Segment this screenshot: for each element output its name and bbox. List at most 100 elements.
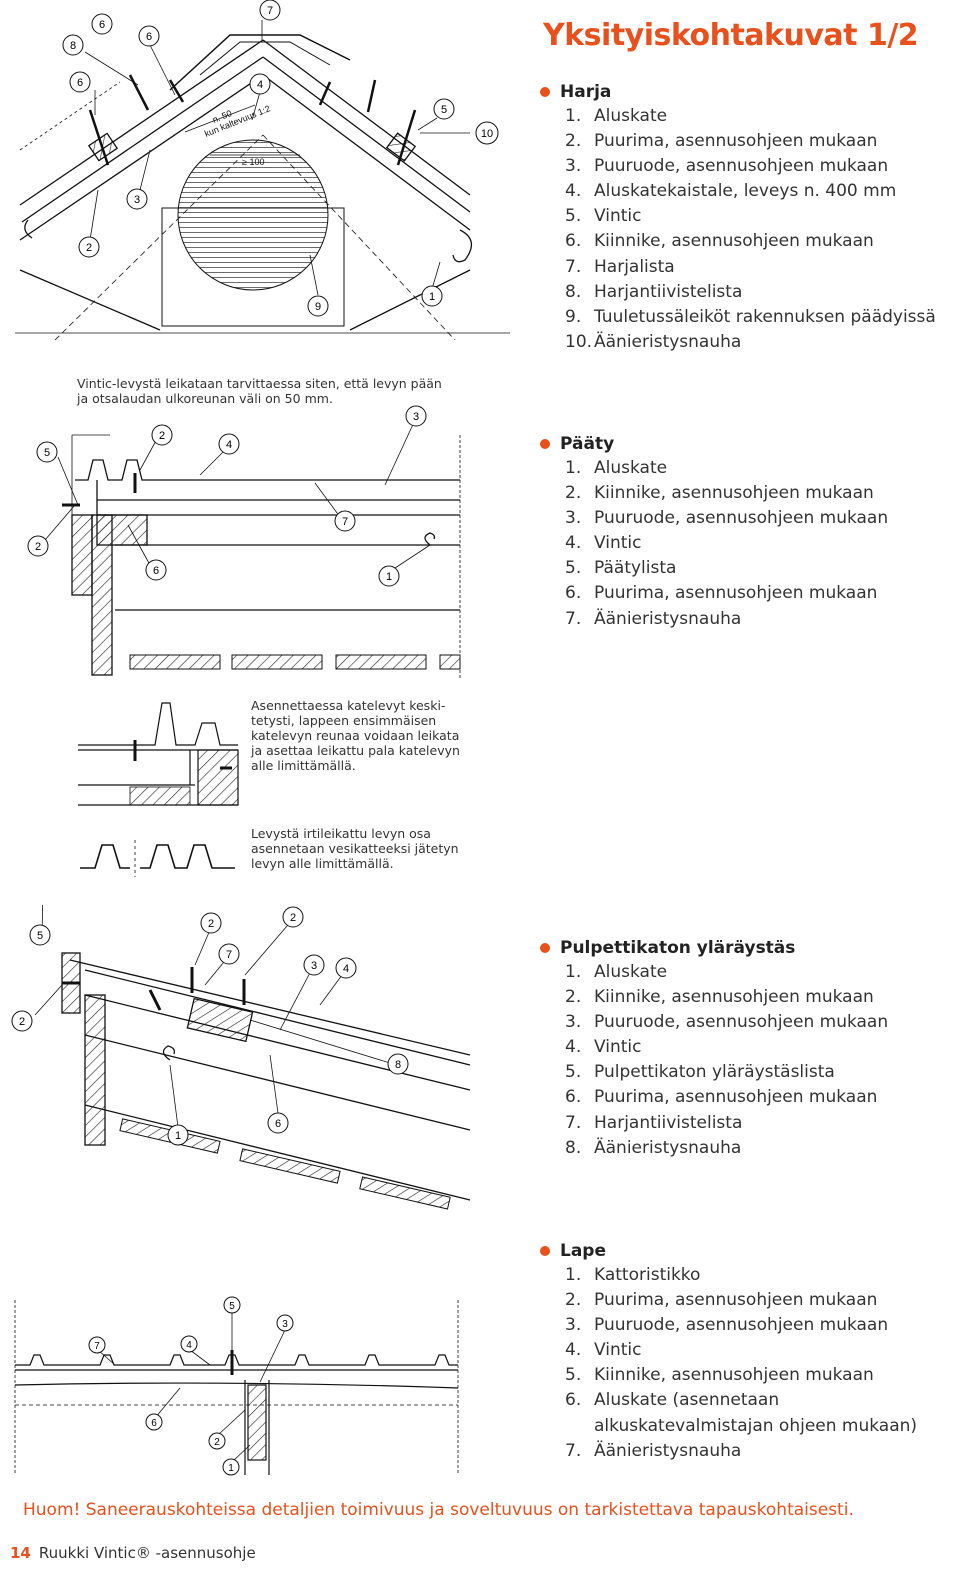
item-list: 1.Kattoristikko 2.Puurima, asennusohjeen… <box>540 1263 960 1464</box>
section-heading: Pääty <box>540 431 960 456</box>
list-item: 3.Puuruode, asennusohjeen mukaan <box>565 508 889 529</box>
svg-text:1: 1 <box>228 1463 234 1474</box>
note-cut-piece: Levystä irtileikattu levyn osa asennetaa… <box>251 826 459 871</box>
svg-text:2: 2 <box>159 430 165 442</box>
svg-text:3: 3 <box>282 1319 288 1330</box>
svg-text:6: 6 <box>99 19 105 31</box>
cut-piece-diagram <box>80 840 235 877</box>
list-item: 7.Harjalista <box>565 256 675 277</box>
svg-text:6: 6 <box>153 565 159 577</box>
page-footer: 14 Ruukki Vintic® -asennusohje <box>10 1544 256 1562</box>
svg-text:8: 8 <box>70 40 76 52</box>
svg-text:2: 2 <box>35 541 41 553</box>
svg-text:6: 6 <box>146 31 152 43</box>
item-list: 1.Aluskate 2.Kiinnike, asennusohjeen muk… <box>540 456 960 632</box>
svg-text:7: 7 <box>267 5 273 17</box>
bullet-dot-icon <box>540 86 550 97</box>
list-item: 7.Äänieristysnauha <box>565 608 742 629</box>
list-item: 1.Aluskate <box>565 458 668 478</box>
section-pulpetti: Pulpettikaton yläräystäs 1.Aluskate 2.Ki… <box>540 935 960 1161</box>
svg-text:8: 8 <box>395 1059 401 1071</box>
list-item: 6.Puurima, asennusohjeen mukaan <box>565 583 878 604</box>
svg-text:2: 2 <box>208 918 214 930</box>
list-item: 4.Vintic <box>565 533 642 554</box>
list-item: 4.Vintic <box>565 1037 642 1058</box>
svg-text:2: 2 <box>214 1437 220 1448</box>
list-item: 3.Puuruode, asennusohjeen mukaan <box>565 1012 889 1033</box>
list-item: 3.Puuruode, asennusohjeen mukaan <box>565 1315 889 1336</box>
list-item: 1.Kattoristikko <box>565 1265 701 1285</box>
list-item: 5.Kiinnike, asennusohjeen mukaan <box>565 1365 874 1386</box>
list-item: 8.Äänieristysnauha <box>565 1137 742 1158</box>
svg-text:2: 2 <box>19 1016 25 1028</box>
list-item: 8.Harjantiivistelista <box>565 281 743 302</box>
svg-text:6: 6 <box>275 1118 281 1130</box>
renovation-note: Huom! Saneerauskohteissa detaljien toimi… <box>23 1500 854 1520</box>
section-heading: Pulpettikaton yläräystäs <box>540 935 960 960</box>
bullet-dot-icon <box>540 438 550 449</box>
svg-text:7: 7 <box>94 1341 100 1352</box>
svg-text:4: 4 <box>257 79 263 91</box>
svg-text:7: 7 <box>226 949 232 961</box>
svg-text:1: 1 <box>386 571 392 583</box>
list-item: 5.Pulpettikaton yläräystäslista <box>565 1062 835 1083</box>
note-vintic-cut: Vintic-levystä leikataan tarvittaessa si… <box>77 376 442 406</box>
bullet-dot-icon <box>540 1245 550 1256</box>
svg-text:2: 2 <box>290 912 296 924</box>
section-harja: Harja 1.Aluskate 2.Puurima, asennusohjee… <box>540 79 960 355</box>
centered-install-diagram <box>78 702 239 806</box>
svg-text:6: 6 <box>151 1418 157 1429</box>
svg-text:9: 9 <box>315 301 321 313</box>
list-item: 6.Aluskate (asennetaan alkuskatevalmista… <box>565 1390 918 1436</box>
list-item: 1.Aluskate <box>565 962 668 982</box>
list-item: 1.Aluskate <box>565 106 668 126</box>
item-list: 1.Aluskate 2.Puurima, asennusohjeen muka… <box>540 104 960 355</box>
list-item: 4.Vintic <box>565 1340 642 1361</box>
svg-text:5: 5 <box>441 104 447 116</box>
harja-diagram: n. 50 kun kaltevuus 1:2 ≥ 100 7 8 6 6 6 … <box>15 0 510 341</box>
svg-text:5: 5 <box>37 930 43 942</box>
page-number: 14 <box>10 1544 31 1562</box>
list-item: 2.Puurima, asennusohjeen mukaan <box>565 131 878 152</box>
list-item: 5.Päätylista <box>565 558 677 579</box>
list-item: 6.Puurima, asennusohjeen mukaan <box>565 1087 878 1108</box>
svg-text:5: 5 <box>229 1301 235 1312</box>
svg-text:7: 7 <box>342 516 348 528</box>
list-item: 5.Vintic <box>565 206 642 227</box>
section-heading: Harja <box>540 79 960 104</box>
section-heading: Lape <box>540 1238 960 1263</box>
svg-text:3: 3 <box>413 411 419 423</box>
svg-text:4: 4 <box>186 1340 192 1351</box>
item-list: 1.Aluskate 2.Kiinnike, asennusohjeen muk… <box>540 960 960 1161</box>
svg-text:1: 1 <box>429 291 435 303</box>
svg-text:1: 1 <box>175 1130 181 1142</box>
section-lape: Lape 1.Kattoristikko 2.Puurima, asennuso… <box>540 1238 960 1464</box>
svg-text:6: 6 <box>77 77 83 89</box>
svg-text:3: 3 <box>134 194 140 206</box>
section-paaty: Pääty 1.Aluskate 2.Kiinnike, asennusohje… <box>540 431 960 632</box>
list-item: 3.Puuruode, asennusohjeen mukaan <box>565 156 889 177</box>
note-centered: Asennettaessa katelevyt keski- tetysti, … <box>251 698 460 773</box>
svg-text:≥ 100: ≥ 100 <box>242 157 264 167</box>
footer-text: Ruukki Vintic® -asennusohje <box>38 1544 256 1562</box>
list-item: 4.Aluskatekaistale, leveys n. 400 mm <box>565 181 897 202</box>
svg-text:2: 2 <box>86 242 92 254</box>
svg-text:3: 3 <box>311 960 317 972</box>
svg-text:5: 5 <box>44 447 50 459</box>
lape-diagram: 5 3 7 4 6 2 1 <box>14 1296 459 1476</box>
list-item: 2.Kiinnike, asennusohjeen mukaan <box>565 987 874 1008</box>
list-item: 10.Äänieristysnauha <box>565 331 742 352</box>
list-item: 7.Äänieristysnauha <box>565 1440 742 1461</box>
page-title: Yksityiskohtakuvat 1/2 <box>543 18 919 53</box>
paaty-diagram: 5 2 4 3 2 7 6 1 <box>27 405 461 680</box>
svg-text:10: 10 <box>481 128 493 140</box>
list-item: 2.Puurima, asennusohjeen mukaan <box>565 1290 878 1311</box>
bullet-dot-icon <box>540 942 550 953</box>
svg-text:4: 4 <box>226 439 232 451</box>
list-item: 6.Kiinnike, asennusohjeen mukaan <box>565 231 874 252</box>
list-item: 2.Kiinnike, asennusohjeen mukaan <box>565 483 874 504</box>
list-item: 9.Tuuletussäleiköt rakennuksen päädyissä <box>565 306 936 327</box>
pulpetti-diagram: 5 2 2 7 3 4 2 8 1 6 <box>11 905 471 1210</box>
svg-text:4: 4 <box>343 963 349 975</box>
list-item: 7.Harjantiivistelista <box>565 1112 743 1133</box>
